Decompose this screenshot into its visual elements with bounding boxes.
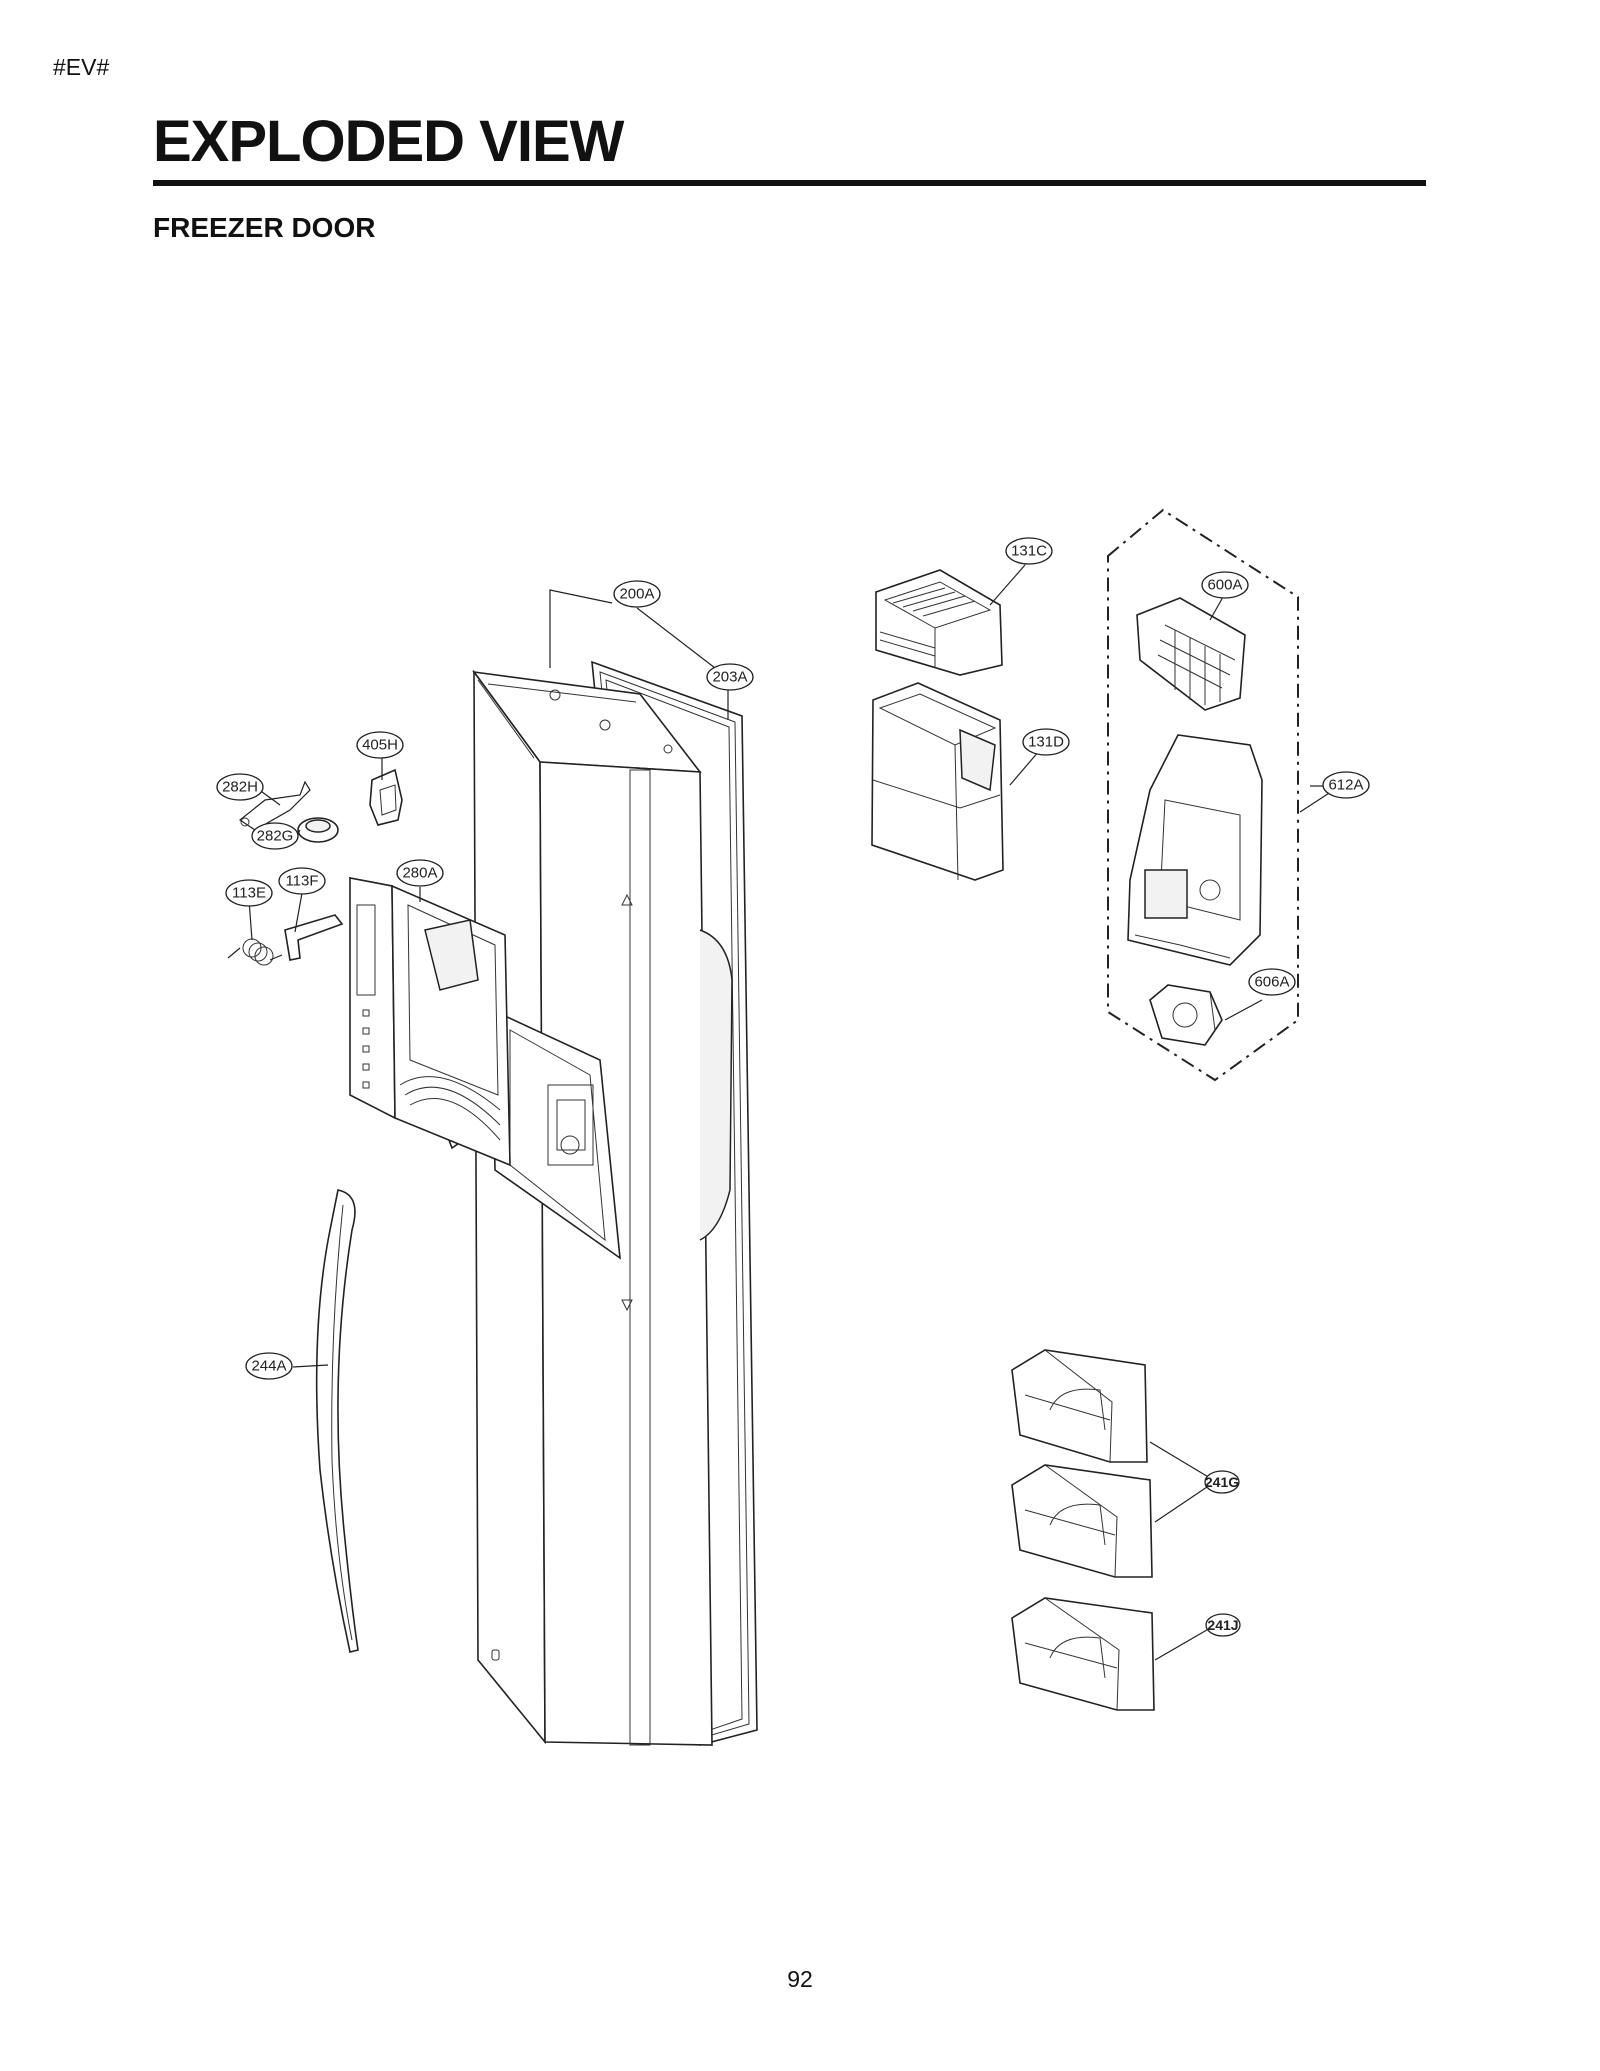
auger-motor-606A [1149,984,1223,1046]
svg-text:131C: 131C [1011,543,1047,560]
bracket-113F [284,914,344,961]
svg-text:606A: 606A [1254,974,1289,991]
svg-text:280A: 280A [402,865,437,882]
small-part-282G [297,817,339,843]
ice-maker-600A [1136,597,1246,711]
svg-text:612A: 612A [1328,777,1363,794]
door-basket-3 [1011,1597,1155,1711]
door-handle [315,1189,359,1653]
callout-113E: 113E [225,879,273,907]
title-rule [153,180,1426,186]
page-number: 92 [787,1966,813,1992]
ice-maker-assembly-outline [1107,508,1299,1082]
callout-282H: 282H [216,773,264,801]
svg-text:282G: 282G [257,828,294,845]
svg-text:241J: 241J [1207,1617,1238,1633]
svg-text:200A: 200A [619,586,654,603]
svg-text:241G: 241G [1205,1474,1239,1490]
door-basket-1 [1011,1349,1148,1463]
callout-612A: 612A [1322,771,1370,799]
ice-maker-housing [1127,734,1263,966]
small-part-405H [369,768,403,826]
document-tag: #EV# [53,54,110,80]
section-title: FREEZER DOOR [153,212,376,243]
svg-text:131D: 131D [1028,734,1064,751]
svg-text:282H: 282H [222,779,258,796]
callout-405H: 405H [356,731,404,759]
ice-bin [871,682,1004,881]
svg-text:203A: 203A [712,669,747,686]
spring-113E [227,938,283,966]
callout-280A: 280A [396,859,444,887]
callout-606A: 606A [1248,968,1296,996]
svg-text:405H: 405H [362,737,398,754]
dispenser-cover [348,876,511,1167]
callout-131D: 131D [1022,728,1070,756]
leader-lines [248,564,1341,1661]
callout-241G: 241G [1204,1470,1240,1494]
svg-text:600A: 600A [1207,577,1242,594]
callout-282G: 282G [251,822,299,850]
callout-600A: 600A [1201,571,1249,599]
freezer-door-panel [472,669,733,1746]
svg-text:113F: 113F [285,873,318,890]
callout-241J: 241J [1205,1613,1241,1637]
callout-203A: 203A [706,663,754,691]
svg-text:113E: 113E [232,885,266,902]
ice-bin-cover [875,569,1003,676]
door-basket-2 [1011,1464,1153,1578]
callout-244A: 244A [245,1352,293,1380]
page-title: EXPLODED VIEW [153,109,624,174]
callout-131C: 131C [1005,537,1053,565]
callout-200A: 200A [613,580,661,608]
callout-113F: 113F [278,867,326,895]
svg-text:244A: 244A [251,1358,286,1375]
